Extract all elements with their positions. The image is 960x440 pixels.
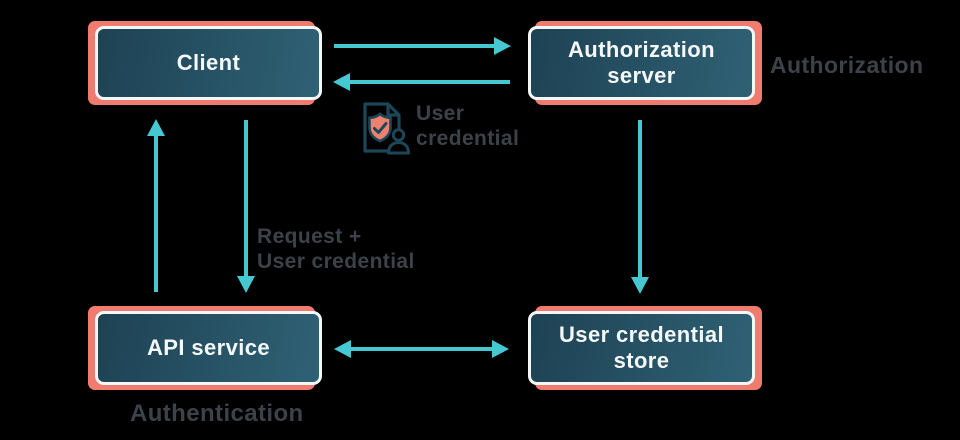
- node-client: Client: [88, 21, 322, 105]
- arrow-client-to-auth-server: [334, 37, 511, 55]
- shield-icon: [368, 112, 392, 143]
- arrow-api-service-credential-store-bidirectional: [334, 340, 509, 358]
- node-authorization-server: Authorization server: [528, 21, 762, 105]
- api-service-box: API service: [95, 311, 322, 385]
- user-credential-label: User credential: [416, 102, 520, 150]
- arrow-auth-server-to-client: [333, 73, 510, 91]
- node-api-service: API service: [88, 306, 322, 390]
- user-credential-document-icon: [363, 102, 410, 155]
- authentication-label: Authentication: [130, 400, 304, 427]
- arrow-auth-server-to-credential-store: [631, 120, 649, 294]
- arrow-api-service-to-client: [147, 119, 165, 292]
- arrow-client-to-api-service: [237, 120, 255, 293]
- check-icon: [373, 122, 388, 134]
- client-box: Client: [95, 26, 322, 100]
- authorization-label: Authorization: [770, 52, 924, 78]
- authorization-server-box: Authorization server: [528, 26, 755, 100]
- user-credential-store-box: User credential store: [528, 311, 755, 385]
- request-user-credential-label: Request + User credential: [257, 225, 415, 273]
- person-icon: [391, 128, 406, 142]
- node-user-credential-store: User credential store: [528, 306, 762, 390]
